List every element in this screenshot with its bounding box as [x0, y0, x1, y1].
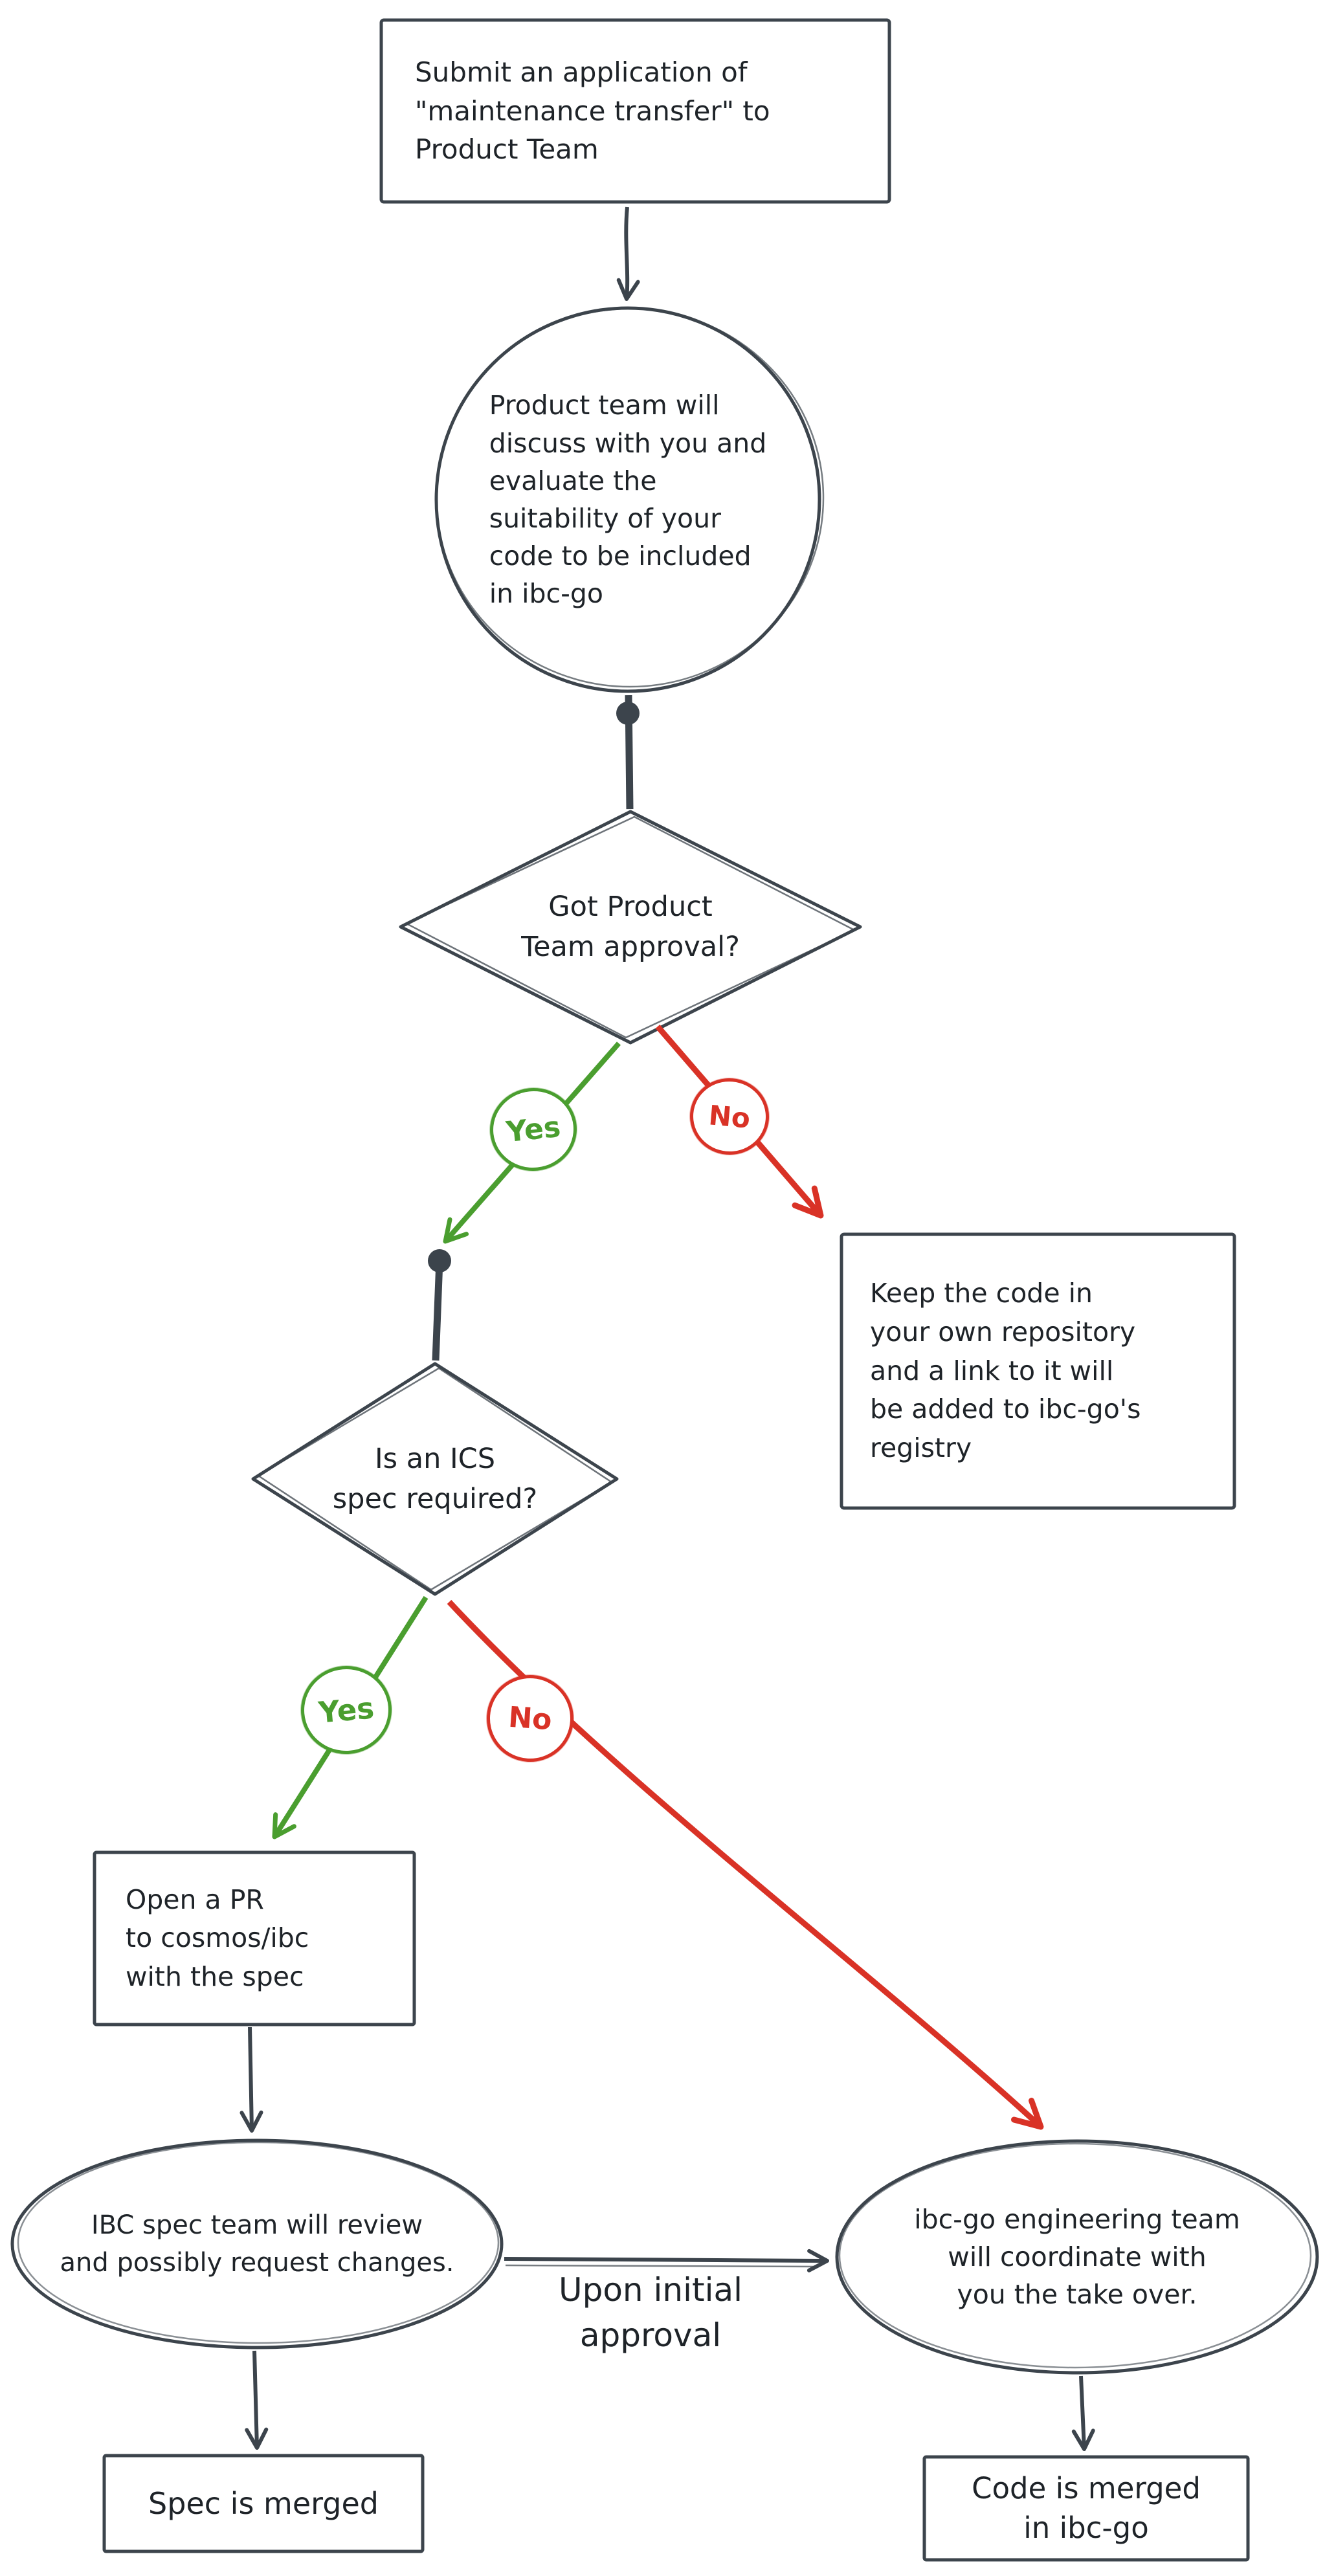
arrow-specreview-to-engineering: [504, 2248, 829, 2272]
edge-label-upon-initial-approval-text: Upon initial approval: [558, 2271, 742, 2354]
node-decision-product-approval-text: Got Product Team approval?: [521, 890, 740, 963]
keep-code-node-shape: [840, 1232, 1236, 1510]
decision-ics-shape-sketch: [257, 1367, 613, 1591]
code-merged-node-shape: [922, 2455, 1250, 2562]
spec-merged-node-shape: [102, 2454, 425, 2553]
engineering-node-shape: [835, 2139, 1319, 2375]
node-code-merged-text: Code is merged in ibc-go: [972, 2471, 1201, 2545]
node-keep-code-text: Keep the code in your own repository and…: [870, 1277, 1141, 1464]
edge-label-yes-spec-text: Yes: [317, 1690, 376, 1730]
decision-product-shape: [399, 810, 862, 1045]
node-evaluate: Product team will discuss with you and e…: [434, 305, 822, 694]
node-spec-merged: Spec is merged: [104, 2456, 423, 2551]
node-open-pr: Open a PR to cosmos/ibc with the spec: [95, 1852, 414, 2025]
node-decision-ics-spec: Is an ICS spec required?: [252, 1362, 618, 1595]
node-decision-product-approval: Got Product Team approval?: [397, 810, 863, 1043]
connector-dot-2: [428, 1249, 451, 1272]
node-evaluate-text: Product team will discuss with you and e…: [489, 390, 767, 610]
connector-dot2-stem: [432, 1260, 443, 1361]
node-decision-ics-spec-text: Is an ICS spec required?: [332, 1442, 538, 1515]
node-engineering-takeover: ibc-go engineering team will coordinate …: [837, 2141, 1317, 2373]
node-keep-code: Keep the code in your own repository and…: [841, 1234, 1234, 1508]
node-engineering-takeover-text: ibc-go engineering team will coordinate …: [914, 2203, 1240, 2311]
engineering-node-shape-sketch: [838, 2142, 1312, 2369]
node-code-merged: Code is merged in ibc-go: [924, 2457, 1248, 2560]
arrow-start-to-evaluate: [616, 206, 640, 301]
open-pr-node-shape: [93, 1850, 416, 2026]
decision-product-shape-sketch: [405, 816, 856, 1039]
edge-label-upon-initial-approval: Upon initial approval: [511, 2264, 790, 2361]
edge-label-yes-product-text: Yes: [504, 1110, 562, 1149]
node-spec-merged-text: Spec is merged: [148, 2486, 379, 2521]
start-node-shape: [379, 18, 891, 204]
arrow-specreview-to-specmerged: [245, 2350, 269, 2450]
arrow-openpr-to-specreview: [239, 2026, 263, 2133]
decision-ics-shape: [251, 1362, 619, 1596]
spec-review-node-shape: [10, 2138, 504, 2349]
edge-label-no-spec-text: No: [507, 1700, 553, 1737]
edge-label-no-product-text: No: [707, 1098, 752, 1135]
arrow-specreview-to-engineering-sketch: [505, 2264, 818, 2268]
node-spec-review: IBC spec team will review and possibly r…: [12, 2140, 502, 2348]
node-spec-review-text: IBC spec team will review and possibly r…: [60, 2210, 454, 2278]
node-open-pr-text: Open a PR to cosmos/ibc with the spec: [126, 1884, 309, 1992]
node-start: Submit an application of "maintenance tr…: [381, 20, 923, 202]
node-start-text: Submit an application of "maintenance tr…: [415, 56, 770, 166]
connector-dot-1: [616, 702, 640, 725]
arrow-engineering-to-codemerged: [1071, 2375, 1095, 2451]
evaluate-node-shape-sketch: [435, 307, 825, 688]
spec-review-node-shape-sketch: [17, 2141, 500, 2344]
